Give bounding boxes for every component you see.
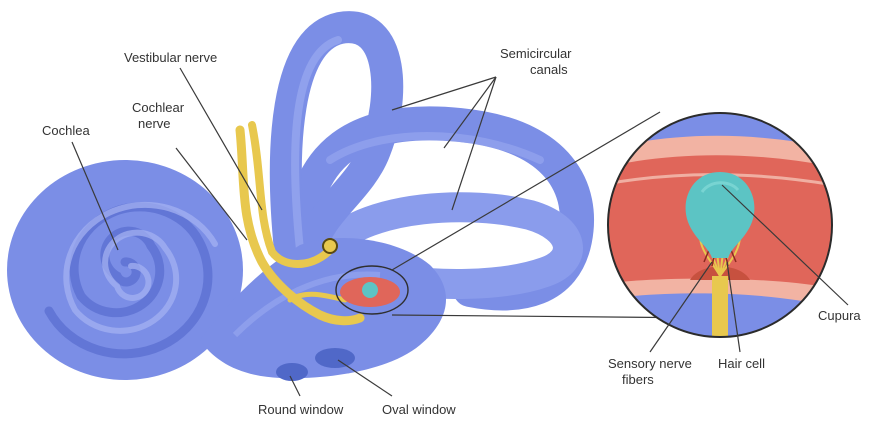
label-semicircular-2: canals — [530, 62, 568, 77]
oval-window-shape — [315, 348, 355, 368]
label-sensory-1: Sensory nerve — [608, 356, 692, 371]
label-semicircular-1: Semicircular — [500, 46, 572, 61]
label-vestibular-nerve: Vestibular nerve — [124, 50, 217, 65]
label-oval-window: Oval window — [382, 402, 456, 417]
label-hair-cell: Hair cell — [718, 356, 765, 371]
round-window-shape — [276, 363, 308, 381]
label-cochlear-nerve-2: nerve — [138, 116, 171, 131]
label-round-window: Round window — [258, 402, 344, 417]
label-sensory-2: fibers — [622, 372, 654, 387]
nerve-stalk — [712, 276, 728, 340]
label-cupura: Cupura — [818, 308, 861, 323]
magnified-ampulla — [600, 113, 840, 340]
label-cochlea: Cochlea — [42, 123, 90, 138]
label-cochlear-nerve-1: Cochlear — [132, 100, 185, 115]
